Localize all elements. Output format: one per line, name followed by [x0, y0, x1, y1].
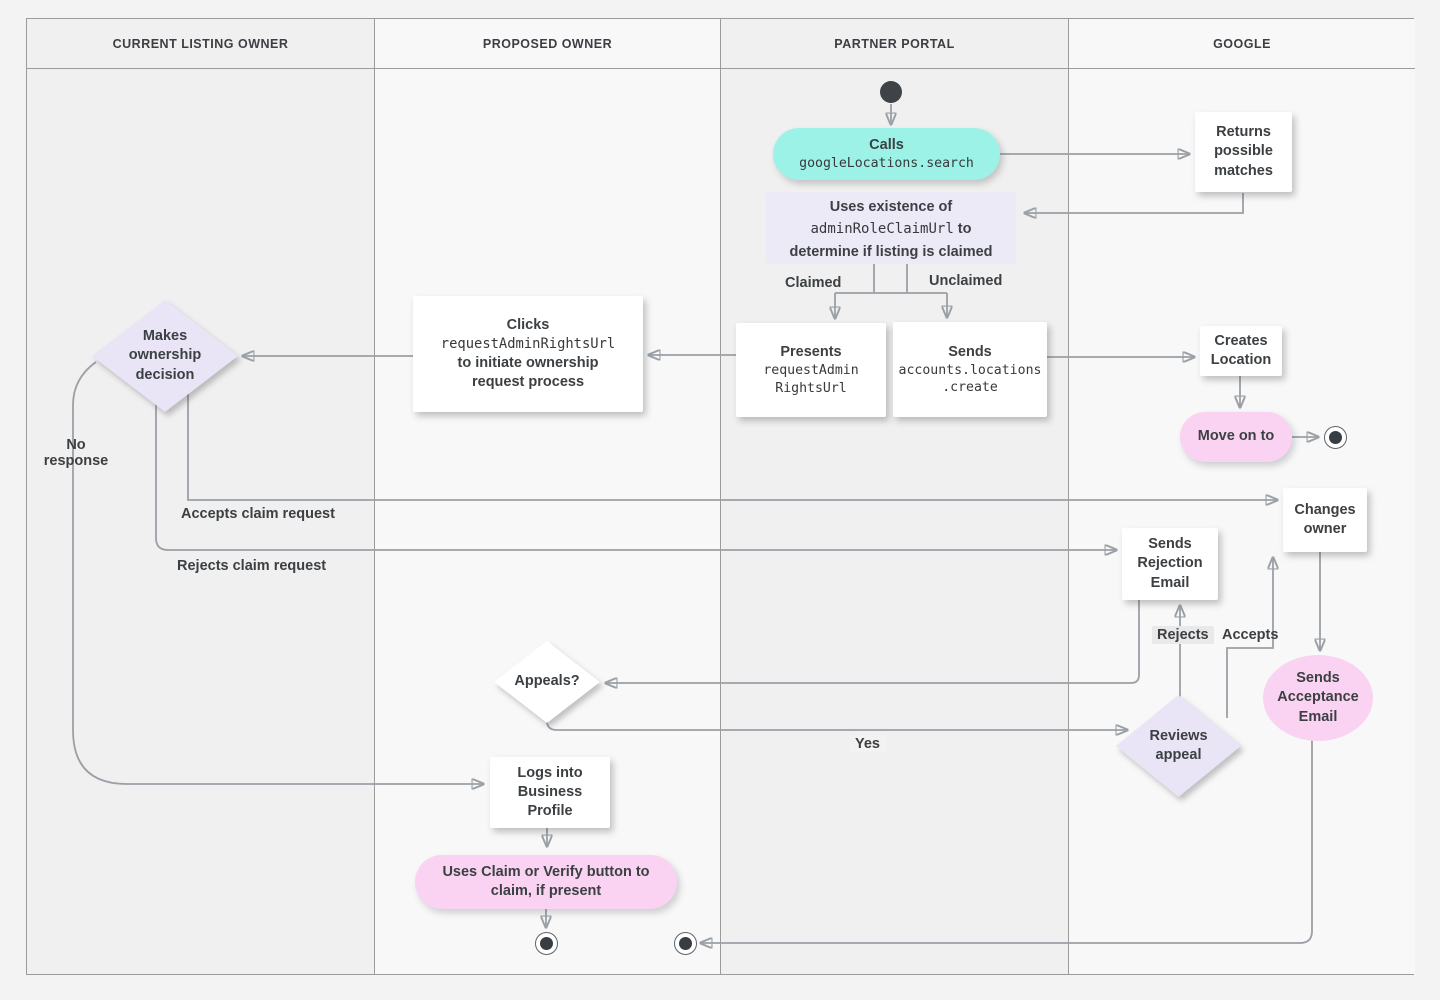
- lane-header-current-listing-owner: CURRENT LISTING OWNER: [27, 19, 374, 69]
- node-changes-owner: Changes owner: [1283, 488, 1367, 552]
- node-changes-owner-text: Changes owner: [1294, 501, 1356, 537]
- edge-label-yes: Yes: [849, 735, 886, 753]
- node-presents-code-line2: RightsUrl: [775, 380, 847, 396]
- node-uses-claim-text: Uses Claim or Verify button to claim, if…: [442, 863, 650, 899]
- node-uses-existence-post: to determine if listing is claimed: [789, 221, 993, 261]
- end-node-acceptance-flow: [674, 932, 697, 955]
- end-node-dot: [540, 937, 553, 950]
- node-returns-possible-matches: Returns possible matches: [1195, 112, 1292, 192]
- node-sends-acceptance-email: Sends Acceptance Email: [1263, 655, 1373, 741]
- node-calls-title: Calls: [869, 136, 904, 153]
- node-sends-acceptance-text: Sends Acceptance Email: [1277, 670, 1359, 725]
- node-sends-create-title: Sends: [948, 343, 992, 360]
- lane-header-proposed-owner: PROPOSED OWNER: [375, 19, 720, 69]
- node-reviews-appeal: Reviews appeal: [1116, 695, 1241, 797]
- node-appeals-decision: Appeals?: [494, 641, 600, 723]
- node-sends-create-code-line2: .create: [942, 380, 998, 396]
- node-presents-code-line1: requestAdmin: [763, 363, 859, 379]
- node-reviews-appeal-text: Reviews appeal: [1149, 727, 1208, 763]
- node-appeals-text: Appeals?: [514, 673, 580, 690]
- node-sends-rejection-text: Sends Rejection Email: [1137, 536, 1203, 591]
- node-makes-ownership-decision: Makes ownership decision: [92, 300, 238, 412]
- node-logs-into-text: Logs into Business Profile: [517, 764, 583, 820]
- node-move-on-to-text: Move on to: [1197, 428, 1275, 445]
- swimlane-proposed-owner: PROPOSED OWNER: [374, 19, 720, 974]
- edge-label-rejects-claim-request: Rejects claim request: [177, 558, 327, 574]
- node-move-on-to: Move on to: [1180, 412, 1292, 462]
- node-uses-existence-pre: Uses existence of: [829, 199, 953, 215]
- start-node: [880, 81, 902, 103]
- edge-label-accepts-claim-request: Accepts claim request: [181, 506, 335, 522]
- node-uses-existence-code: adminRoleClaimUrl: [810, 221, 954, 238]
- node-creates-location: Creates Location: [1200, 326, 1282, 376]
- edge-label-claimed: Claimed: [785, 275, 842, 291]
- node-makes-decision-text: Makes ownership decision: [128, 328, 202, 383]
- node-presents-title: Presents: [780, 344, 842, 361]
- node-clicks-title: Clicks: [506, 317, 550, 334]
- end-node-dot: [679, 937, 692, 950]
- end-node-claim-flow: [535, 932, 558, 955]
- node-uses-claim-or-verify: Uses Claim or Verify button to claim, if…: [415, 855, 677, 909]
- swimlane-current-listing-owner: CURRENT LISTING OWNER: [27, 19, 374, 974]
- edge-label-accepts: Accepts: [1222, 627, 1279, 643]
- end-node-dot: [1329, 431, 1342, 444]
- node-logs-into-business-profile: Logs into Business Profile: [490, 757, 610, 828]
- node-sends-accounts-locations-create: Sends accounts.locations .create: [893, 322, 1047, 417]
- edge-label-unclaimed: Unclaimed: [929, 273, 1003, 289]
- node-sends-create-code-line1: accounts.locations: [898, 362, 1042, 378]
- node-calls-googlelocations-search: Calls googleLocations.search: [773, 128, 1000, 180]
- node-clicks-request-admin-rights-url: Clicks requestAdminRightsUrl to initiate…: [413, 296, 643, 412]
- lane-header-google: GOOGLE: [1069, 19, 1415, 69]
- node-clicks-code: requestAdminRightsUrl: [440, 336, 616, 353]
- end-node-create-flow: [1324, 426, 1347, 449]
- edge-label-rejects: Rejects: [1152, 626, 1214, 644]
- edge-label-no-response: No response: [43, 437, 109, 469]
- node-sends-rejection-email: Sends Rejection Email: [1122, 528, 1218, 600]
- node-uses-existence: Uses existence of adminRoleClaimUrl to d…: [766, 192, 1016, 264]
- lane-header-partner-portal: PARTNER PORTAL: [721, 19, 1068, 69]
- node-presents-request-admin-rights-url: Presents requestAdmin RightsUrl: [736, 323, 886, 417]
- node-creates-location-text: Creates Location: [1210, 332, 1272, 368]
- node-calls-code: googleLocations.search: [799, 155, 974, 171]
- node-returns-text: Returns possible matches: [1214, 124, 1273, 179]
- node-clicks-post: to initiate ownership request process: [457, 354, 599, 390]
